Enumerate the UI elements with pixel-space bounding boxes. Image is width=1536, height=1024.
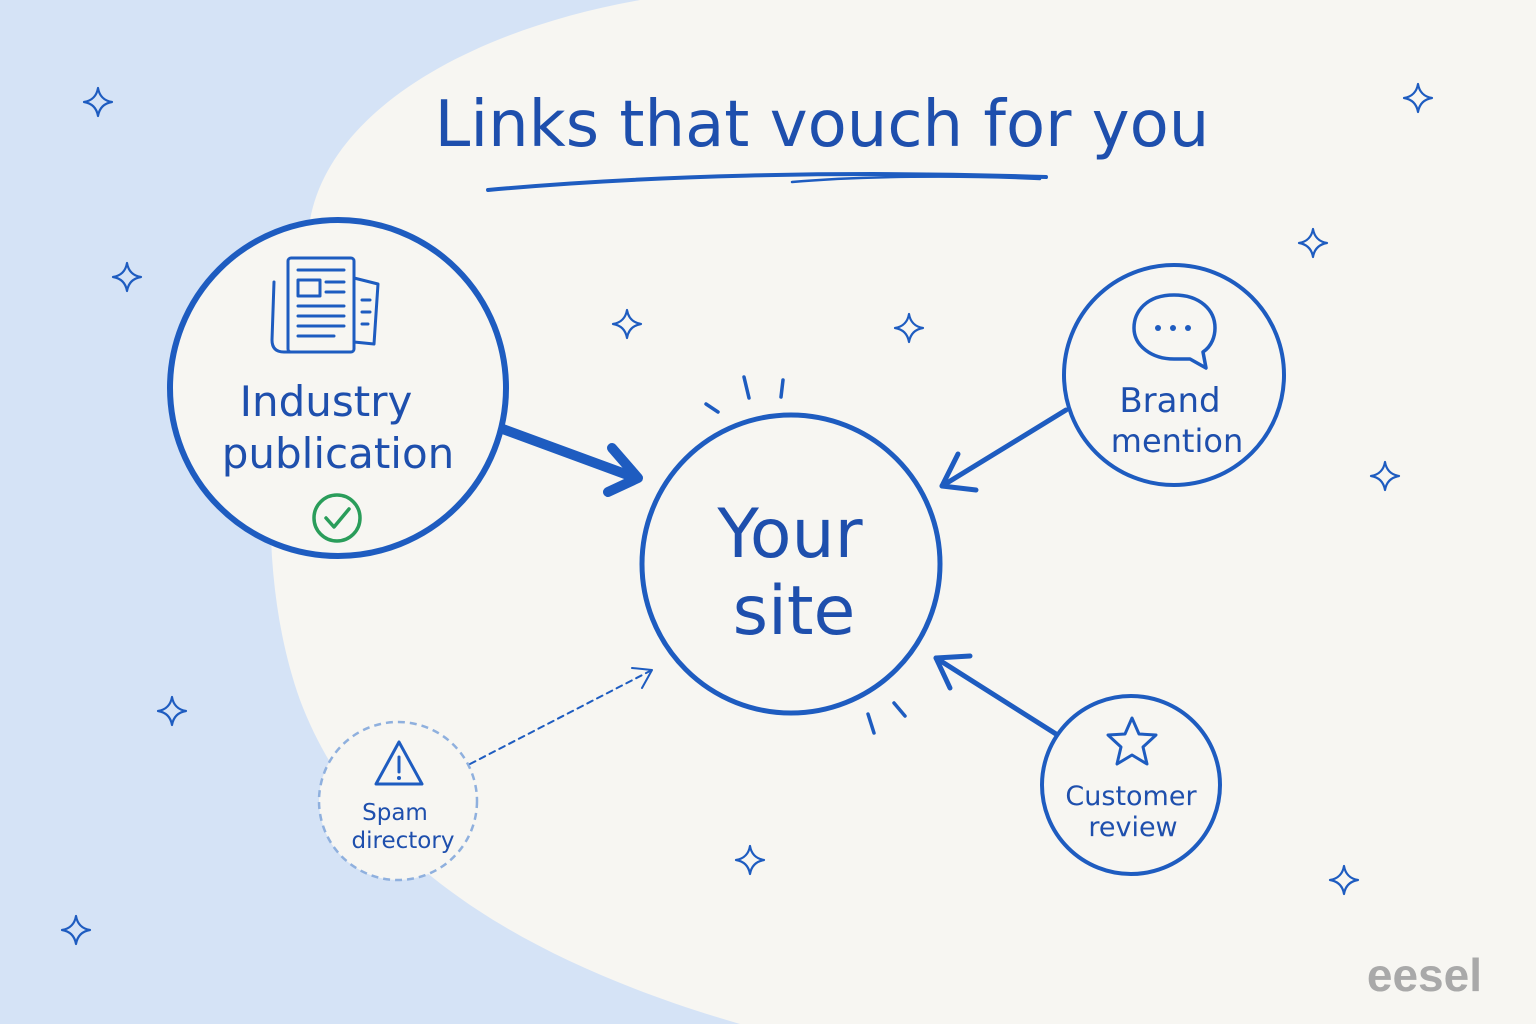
warning-icon — [374, 740, 424, 786]
node-spam-directory: Spam directory — [317, 720, 479, 882]
arrow-review-to-site — [933, 653, 1059, 737]
page-title: Links that vouch for you — [435, 88, 1210, 162]
brand-label-line2: mention — [1111, 422, 1243, 460]
speech-bubble-icon — [1132, 293, 1217, 370]
node-customer-review: Customer review — [1040, 694, 1222, 876]
eesel-logo: eesel — [1367, 949, 1482, 1001]
brand-label-line1: Brand — [1119, 381, 1220, 421]
spam-label-line1: Spam — [362, 800, 428, 826]
industry-label-line2: publication — [222, 429, 455, 478]
emphasis-strokes — [704, 375, 907, 735]
review-label-line2: review — [1088, 812, 1177, 843]
arrow-brand-to-site — [939, 407, 1069, 493]
check-circle-icon — [312, 493, 362, 543]
star-icon — [1106, 716, 1158, 766]
node-industry-publication: Industry publication — [167, 217, 509, 559]
title-underline — [486, 172, 1048, 192]
your-site-label-line2: site — [733, 572, 856, 651]
arrow-industry-to-site — [495, 423, 643, 497]
your-site-label-line1: Your — [716, 495, 862, 574]
node-brand-mention: Brand mention — [1062, 263, 1286, 487]
spam-label-line2: directory — [352, 828, 455, 854]
review-label-line1: Customer — [1065, 781, 1197, 812]
node-your-site: Your site — [639, 375, 943, 735]
industry-label-line1: Industry — [240, 377, 413, 426]
arrow-spam-to-site — [469, 667, 653, 765]
newspaper-icon — [270, 256, 380, 354]
background-band — [0, 0, 740, 1024]
